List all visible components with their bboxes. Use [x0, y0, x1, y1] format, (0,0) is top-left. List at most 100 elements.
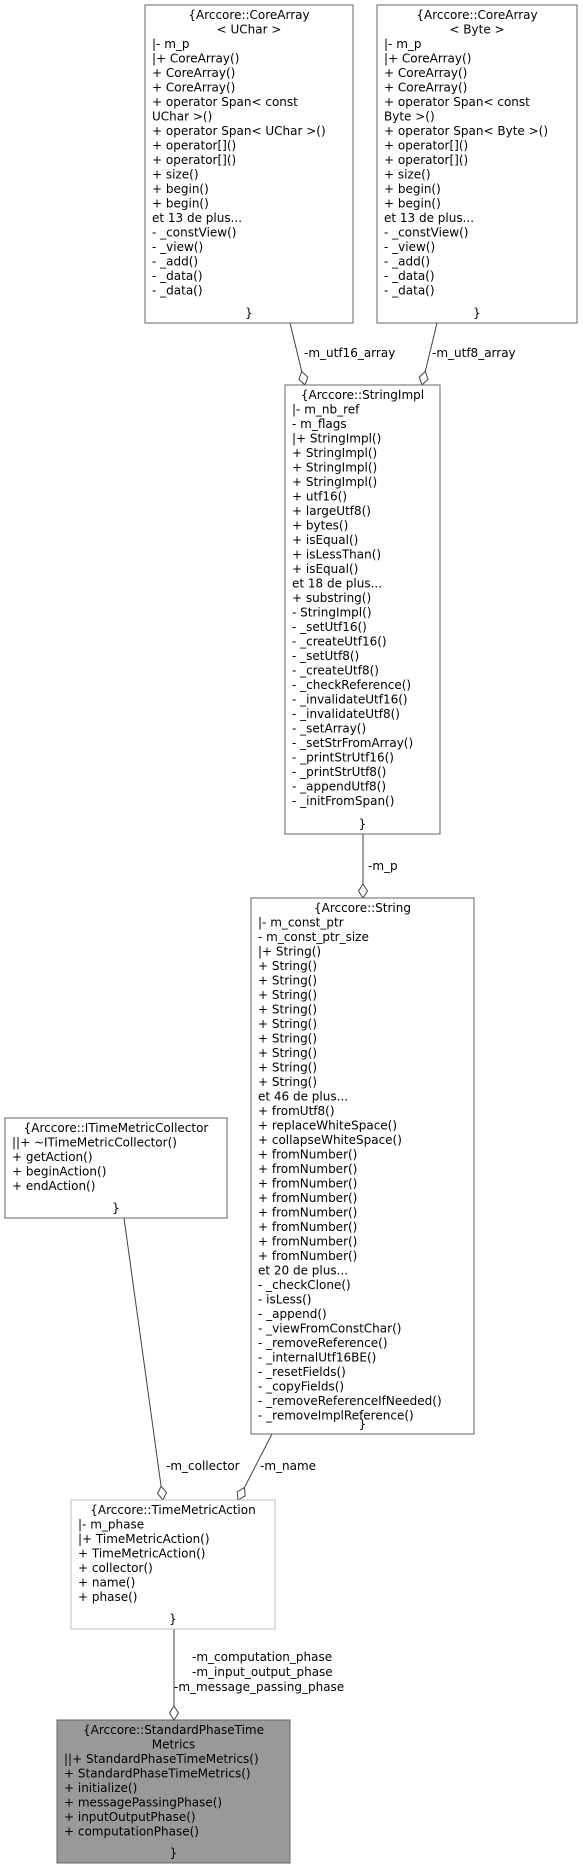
class-box-stringimpl[interactable]: {Arccore::StringImpl|- m_nb_ref- m_flags… [284, 384, 441, 835]
class-box-corearray-byte[interactable]: {Arccore::CoreArray< Byte >|- m_p|+ Core… [376, 4, 578, 324]
class-member: + begin() [152, 197, 209, 211]
class-member: + phase() [78, 1590, 137, 1604]
class-box-border [250, 897, 475, 1435]
edge-mp: -m_p [357, 834, 398, 899]
class-member: - _removeImplReference() [258, 1409, 414, 1423]
aggregation-diamond-icon [156, 1485, 168, 1501]
class-member: + CoreArray() [152, 66, 235, 80]
class-title: {Arccore::StringImpl [301, 388, 424, 402]
class-member: |- m_p [152, 37, 190, 51]
class-member: - _data() [152, 284, 203, 298]
class-member: |+ StringImpl() [292, 432, 381, 446]
class-close-brace: } [169, 1612, 177, 1626]
class-box-corearray-uchar[interactable]: {Arccore::CoreArray< UChar >|- m_p|+ Cor… [144, 4, 354, 324]
class-member: + begin() [152, 182, 209, 196]
class-close-brace: } [473, 306, 481, 320]
class-member: - _constView() [152, 226, 237, 240]
aggregation-diamond-icon [418, 370, 429, 386]
class-member: + name() [78, 1576, 135, 1590]
class-box-standardphasetimemetrics[interactable]: {Arccore::StandardPhaseTimeMetrics||+ St… [56, 1719, 291, 1864]
class-member: Byte >() [384, 110, 435, 124]
class-member: |- m_nb_ref [292, 403, 360, 417]
class-member: + String() [258, 1046, 317, 1060]
class-member: + String() [258, 988, 317, 1002]
edge-label: -m_collector [166, 1459, 240, 1473]
class-member: + collector() [78, 1561, 153, 1575]
class-member: et 46 de plus... [258, 1090, 348, 1104]
class-member: - _data() [384, 284, 435, 298]
class-member: + StandardPhaseTimeMetrics() [64, 1767, 251, 1781]
class-member: + fromUtf8() [258, 1104, 335, 1118]
class-member: - _invalidateUtf8() [292, 707, 400, 721]
class-member: - _copyFields() [258, 1380, 344, 1394]
class-member: + size() [152, 168, 199, 182]
class-member: - _createUtf8() [292, 664, 379, 678]
class-member: - m_const_ptr_size [258, 930, 369, 944]
class-member: - _setUtf16() [292, 620, 367, 634]
class-member: + begin() [384, 197, 441, 211]
class-member: + bytes() [292, 519, 348, 533]
class-member: + isEqual() [292, 533, 358, 547]
edge-utf8: -m_utf8_array [418, 322, 516, 386]
class-member: |+ CoreArray() [152, 52, 239, 66]
class-title: {Arccore::StandardPhaseTime [83, 1723, 264, 1737]
aggregation-diamond-icon [168, 1705, 180, 1721]
class-member: + isLessThan() [292, 548, 381, 562]
class-member: - _data() [384, 269, 435, 283]
class-box-string[interactable]: {Arccore::String|- m_const_ptr- m_const_… [250, 897, 475, 1435]
class-member: + operator Span< Byte >() [384, 124, 548, 138]
class-member: + String() [258, 1061, 317, 1075]
class-box-border [70, 1499, 276, 1630]
edge-line [123, 1217, 162, 1487]
class-member: + operator Span< const [384, 95, 530, 109]
class-member: + fromNumber() [258, 1249, 357, 1263]
class-member: - _add() [384, 255, 430, 269]
class-member: - _removeReferenceIfNeeded() [258, 1394, 442, 1408]
class-title: < UChar > [217, 23, 282, 37]
edge-label: -m_computation_phase [192, 1650, 332, 1664]
class-member: ||+ ~ITimeMetricCollector() [12, 1136, 177, 1150]
edge-label: -m_p [368, 859, 398, 873]
class-member: - _checkReference() [292, 678, 411, 692]
class-member: + String() [258, 1017, 317, 1031]
class-close-brace: } [112, 1201, 120, 1215]
class-member: + CoreArray() [384, 81, 467, 95]
class-member: - _resetFields() [258, 1365, 346, 1379]
class-member: - _createUtf16() [292, 635, 387, 649]
class-member: |- m_phase [78, 1518, 144, 1532]
class-box-border [376, 4, 578, 324]
edge-label: -m_message_passing_phase [174, 1680, 344, 1694]
class-member: - _viewFromConstChar() [258, 1322, 401, 1336]
class-box-border [4, 1117, 228, 1219]
edge-line [243, 1433, 273, 1488]
class-box-itimemetriccollector[interactable]: {Arccore::ITimeMetricCollector||+ ~ITime… [4, 1117, 228, 1219]
edge-line [289, 322, 303, 372]
class-member: + substring() [292, 591, 371, 605]
class-member: + fromNumber() [258, 1148, 357, 1162]
class-member: - _view() [384, 240, 435, 254]
class-member: + utf16() [292, 490, 347, 504]
class-member: - m_flags [292, 417, 347, 431]
class-member: - _constView() [384, 226, 469, 240]
edge-label: -m_name [260, 1459, 316, 1473]
class-member: + operator Span< const [152, 95, 298, 109]
edge-utf16: -m_utf16_array [289, 322, 395, 386]
class-member: + beginAction() [12, 1165, 106, 1179]
class-member: + isEqual() [292, 562, 358, 576]
edge-name: -m_name [236, 1433, 316, 1501]
class-member: et 13 de plus... [384, 211, 474, 225]
class-box-timemetricaction[interactable]: {Arccore::TimeMetricAction|- m_phase|+ T… [70, 1499, 276, 1630]
class-member: |- m_const_ptr [258, 916, 344, 930]
class-member: + StringImpl() [292, 461, 377, 475]
class-member: - _add() [152, 255, 198, 269]
class-member: ||+ StandardPhaseTimeMetrics() [64, 1752, 259, 1766]
class-member: + fromNumber() [258, 1177, 357, 1191]
class-member: + TimeMetricAction() [78, 1547, 206, 1561]
class-member: + messagePassingPhase() [64, 1796, 222, 1810]
class-member: + largeUtf8() [292, 504, 371, 518]
class-member: + begin() [384, 182, 441, 196]
class-member: - _printStrUtf16() [292, 751, 394, 765]
class-member: + String() [258, 1003, 317, 1017]
class-member: - _initFromSpan() [292, 794, 394, 808]
